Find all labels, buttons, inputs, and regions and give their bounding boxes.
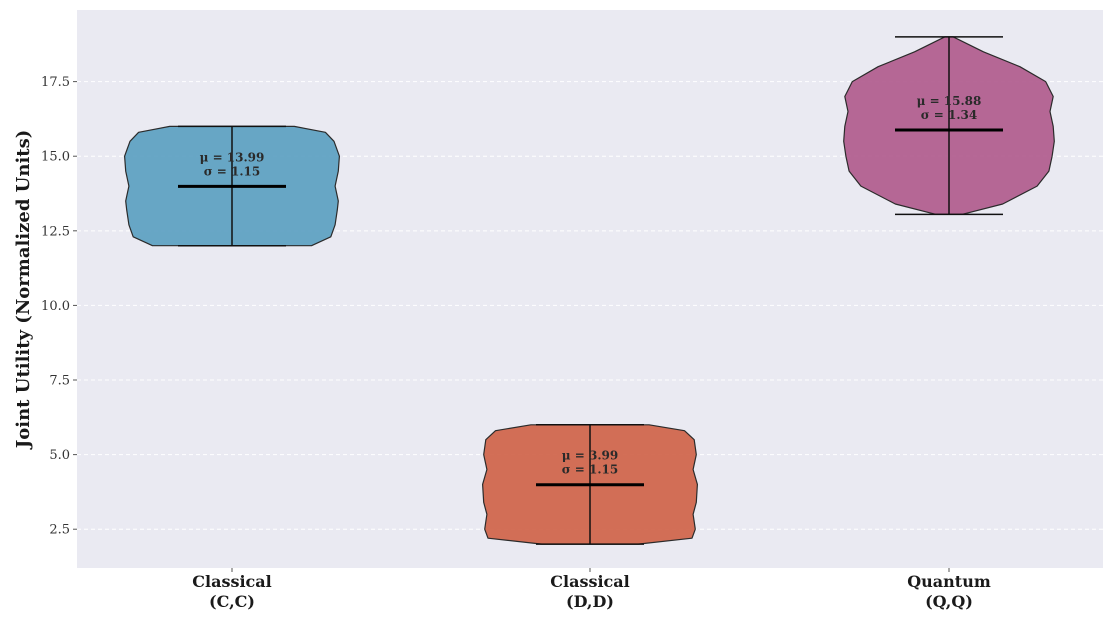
violin-group: μ = 3.99σ = 1.15 <box>482 424 698 545</box>
violin-group: μ = 13.99σ = 1.15 <box>124 125 340 247</box>
y-tick-label: 12.5 <box>41 224 70 239</box>
y-tick-label: 5.0 <box>49 448 70 463</box>
std-label: σ = 1.34 <box>921 108 977 122</box>
std-label: σ = 1.15 <box>204 164 260 178</box>
x-tick-sublabel: (C,C) <box>209 592 255 611</box>
std-label: σ = 1.15 <box>562 463 618 477</box>
x-tick-sublabel: (Q,Q) <box>925 592 973 611</box>
y-tick-label: 2.5 <box>49 523 70 538</box>
y-tick-label: 17.5 <box>41 75 70 90</box>
y-tick-label: 10.0 <box>41 299 70 314</box>
mean-label: μ = 13.99 <box>200 150 265 164</box>
y-tick-label: 15.0 <box>41 150 70 165</box>
mean-label: μ = 15.88 <box>917 94 982 108</box>
y-axis-ticks: 2.5 5.0 7.5 10.0 12.5 15.0 17.5 <box>41 75 77 538</box>
x-axis-categories: Classical(C,C)Classical(D,D)Quantum(Q,Q) <box>192 568 991 611</box>
y-axis-title: Joint Utility (Normalized Units) <box>13 130 34 451</box>
violins: μ = 13.99σ = 1.15μ = 3.99σ = 1.15μ = 15.… <box>124 36 1055 545</box>
mean-label: μ = 3.99 <box>562 449 618 463</box>
x-tick-label: Classical <box>550 572 629 591</box>
x-tick-label: Quantum <box>907 572 991 591</box>
violin-group: μ = 15.88σ = 1.34 <box>843 36 1055 216</box>
x-tick-sublabel: (D,D) <box>566 592 614 611</box>
y-tick-label: 7.5 <box>49 374 70 389</box>
x-tick-label: Classical <box>192 572 271 591</box>
